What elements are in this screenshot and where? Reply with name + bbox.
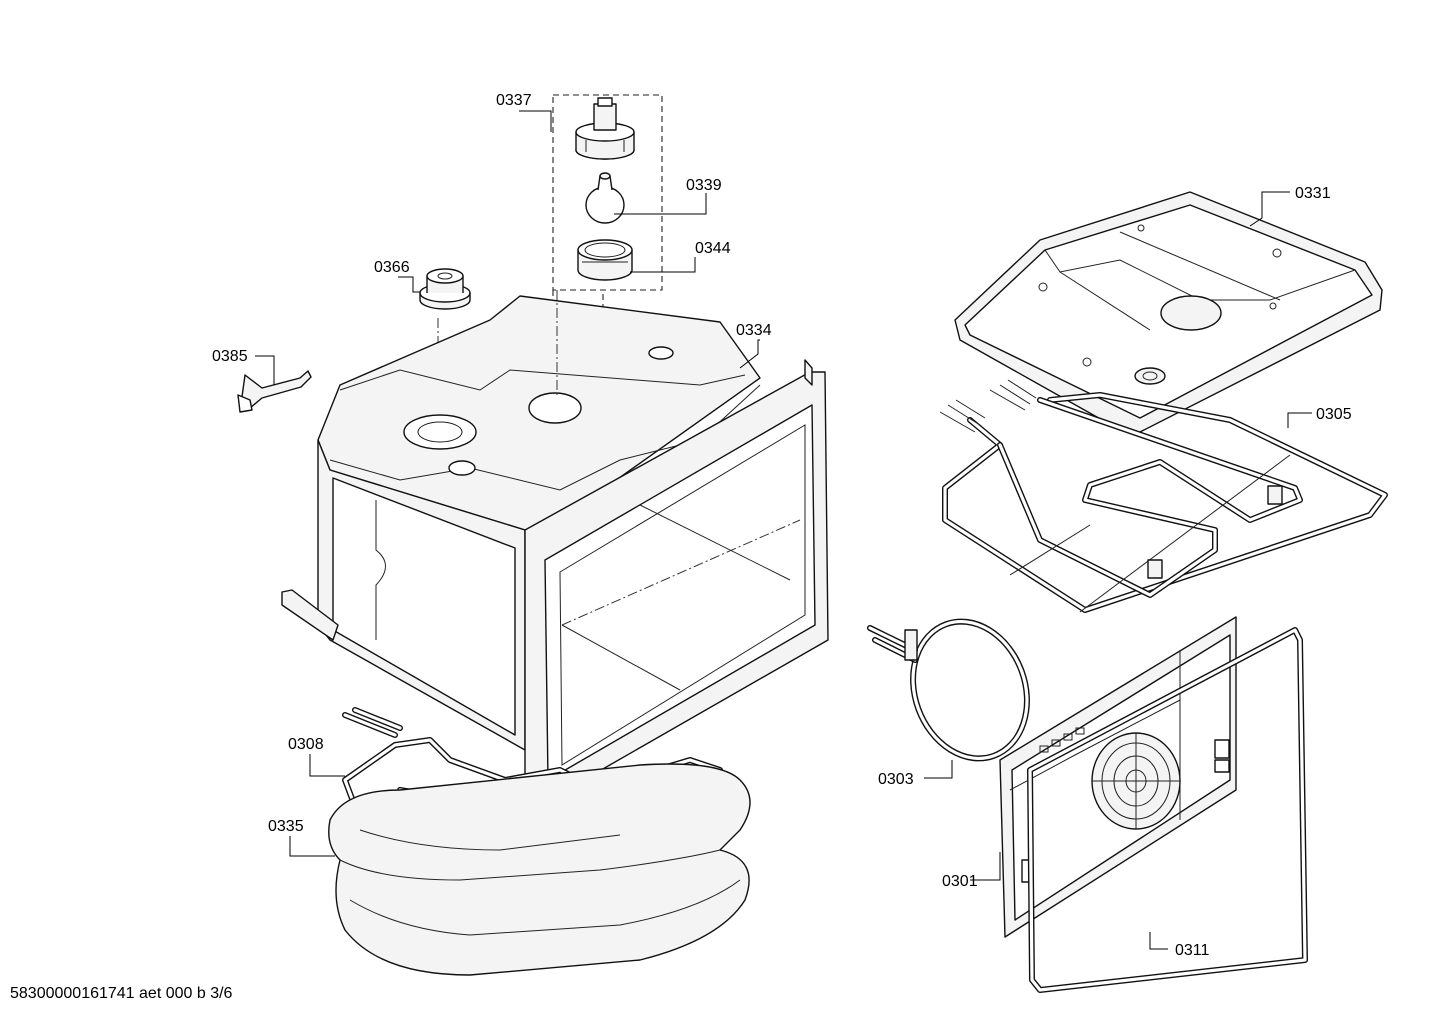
back-panel-part [970, 616, 1237, 938]
fan-opening [403, 414, 477, 450]
label-0385: 0385 [212, 348, 248, 365]
lamp-bulb-part [585, 172, 625, 224]
label-0344: 0344 [695, 240, 731, 257]
footer-document-code: 58300000161741 aet 000 b 3/6 [10, 985, 233, 1002]
fan-cap-part [398, 268, 471, 420]
label-0303: 0303 [878, 771, 914, 788]
lamp-assembly-group [519, 94, 707, 316]
label-0366: 0366 [374, 259, 410, 276]
top-heating-element-part [939, 379, 1388, 613]
bracket-part [237, 355, 312, 413]
label-0331: 0331 [1295, 185, 1331, 202]
insulation-part [289, 763, 751, 976]
label-0308: 0308 [288, 736, 324, 753]
gasket-part [1027, 627, 1308, 993]
lamp-cover-part [577, 239, 633, 281]
label-0334: 0334 [736, 322, 772, 339]
lamp-opening [528, 392, 582, 424]
label-0339: 0339 [686, 177, 722, 194]
label-0301: 0301 [942, 873, 978, 890]
lamp-assembly-dashed-box [552, 94, 663, 291]
oven-cavity-part [281, 290, 829, 806]
lamp-socket-part [575, 97, 635, 160]
circular-heating-element-part [867, 618, 1030, 779]
label-0311: 0311 [1175, 942, 1210, 959]
label-0335: 0335 [268, 818, 304, 835]
label-0305: 0305 [1316, 406, 1352, 423]
label-0337: 0337 [496, 92, 532, 109]
top-cover-part [954, 191, 1383, 433]
cover-hole [1160, 295, 1222, 331]
